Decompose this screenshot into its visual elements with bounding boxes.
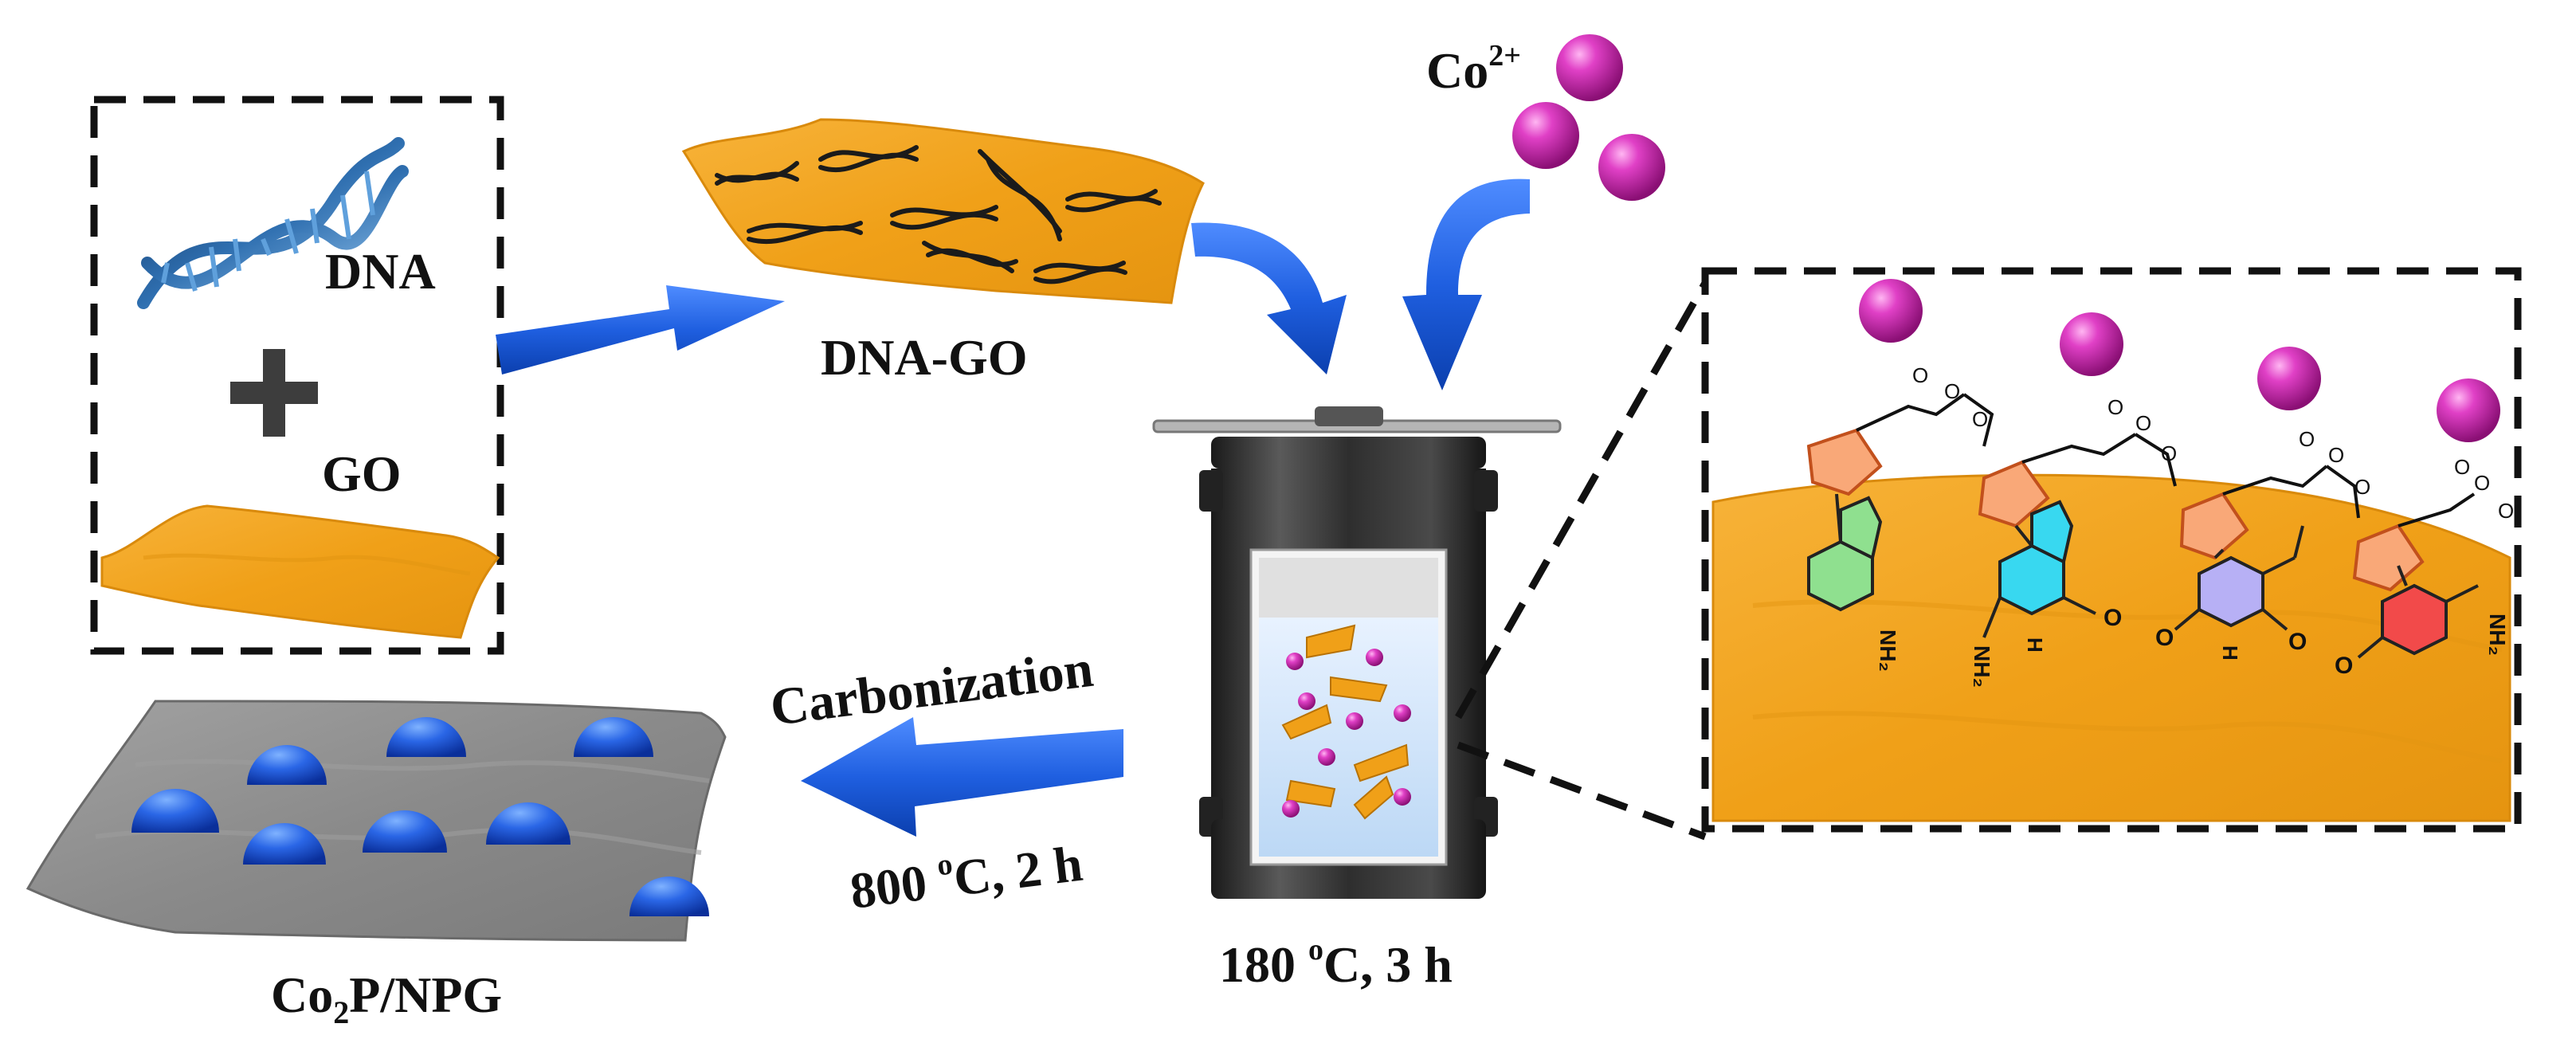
zoom-guide-lines <box>1455 280 1708 841</box>
svg-text:H: H <box>2218 645 2242 661</box>
svg-text:H: H <box>2023 637 2047 653</box>
cobalt-ion-sphere-icon <box>1598 134 1665 201</box>
svg-text:O: O <box>2498 499 2514 523</box>
nucleobase-adenine: NH₂ <box>1807 493 1900 672</box>
nucleobase-guanine: O NH₂ H <box>1970 500 2122 688</box>
product-label: Co2P/NPG <box>271 967 502 1030</box>
cobalt-ion-sphere-icon <box>2437 378 2500 442</box>
svg-text:NH₂: NH₂ <box>1876 629 1900 672</box>
molecular-detail-panel: OOO OOO OOO OOO NH₂ O NH₂ H <box>1701 267 2522 833</box>
carbonization-condition-label: 800 oC, 2 h <box>847 832 1086 920</box>
svg-text:O: O <box>2288 629 2307 655</box>
svg-text:O: O <box>1912 363 1928 387</box>
svg-text:O: O <box>1972 407 1988 431</box>
cobalt-phosphide-dome-icon <box>247 745 327 785</box>
svg-text:O: O <box>2474 471 2490 495</box>
go-label: GO <box>322 445 402 502</box>
cobalt-ion-sphere-icon <box>1556 34 1623 101</box>
dna-helix-icon <box>137 137 409 309</box>
svg-text:NH₂: NH₂ <box>2485 614 2510 656</box>
svg-text:O: O <box>2107 395 2123 419</box>
process-arrow-icon <box>1402 178 1530 390</box>
plus-icon <box>230 349 318 437</box>
svg-text:O: O <box>2335 653 2353 679</box>
cobalt-phosphide-dome-icon <box>243 823 326 865</box>
svg-text:O: O <box>2454 455 2470 479</box>
dna-go-label: DNA-GO <box>821 329 1028 386</box>
cobalt-ion-sphere-icon <box>2257 347 2321 410</box>
svg-text:NH₂: NH₂ <box>1970 645 1994 688</box>
hydrothermal-condition-label: 180 oC, 3 h <box>1219 933 1453 993</box>
cobalt-phosphide-dome-icon <box>486 802 570 845</box>
dna-go-sheet <box>681 118 1205 304</box>
svg-text:O: O <box>2104 605 2122 631</box>
process-arrow-icon <box>1191 222 1347 375</box>
cobalt-phosphide-dome-icon <box>629 876 709 916</box>
cobalt-ion-sphere-icon <box>1859 279 1923 343</box>
cobalt-phosphide-dome-icon <box>131 789 219 833</box>
svg-text:O: O <box>2328 443 2344 467</box>
cobalt-ion-sphere-icon <box>2060 312 2123 376</box>
svg-text:O: O <box>2161 441 2177 465</box>
svg-text:O: O <box>2135 411 2151 435</box>
svg-text:O: O <box>2155 625 2174 651</box>
cobalt-ion-label: Co2+ <box>1426 39 1521 99</box>
cobalt-phosphide-particles <box>131 717 709 916</box>
precursor-panel: DNA GO <box>90 96 504 655</box>
process-arrow-icon <box>496 285 785 375</box>
cobalt-phosphide-dome-icon <box>574 717 653 757</box>
carbonization-label: Carbonization <box>767 640 1096 737</box>
graphene-oxide-sheet <box>100 504 500 639</box>
process-arrow-icon <box>801 717 1123 837</box>
svg-text:O: O <box>2299 427 2315 451</box>
dna-label: DNA <box>325 243 436 300</box>
hydrothermal-autoclave-icon <box>1152 406 1562 899</box>
cobalt-ion-sphere-icon <box>1512 102 1579 169</box>
svg-text:O: O <box>2354 475 2370 499</box>
cobalt-phosphide-dome-icon <box>386 717 466 757</box>
svg-text:O: O <box>1944 379 1960 403</box>
cobalt-phosphide-dome-icon <box>363 810 447 853</box>
nucleobase-cytosine: O NH₂ <box>2335 565 2510 679</box>
nucleobase-thymine: O O H <box>2155 525 2307 661</box>
